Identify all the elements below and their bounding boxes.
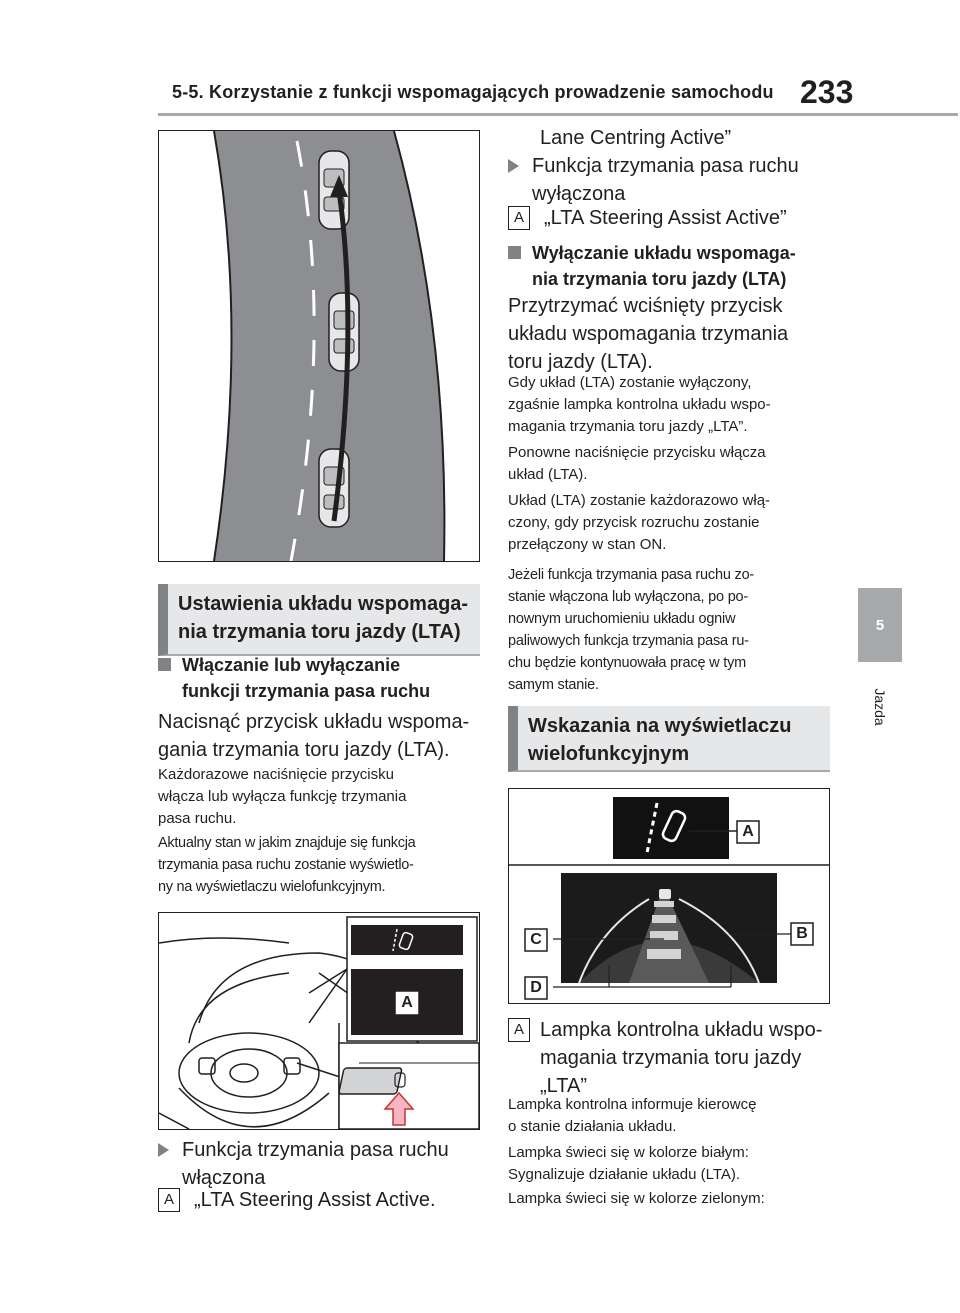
text-line: zgaśnie lampka kontrolna układu wspo- xyxy=(508,396,771,413)
text-line: Gdy układ (LTA) zostanie wyłączony, xyxy=(508,374,752,391)
text-line: włączona xyxy=(182,1167,266,1189)
square-bullet-icon xyxy=(508,246,521,259)
callout-a-right: A „LTA Steering Assist Active” xyxy=(508,204,830,234)
text-line: Nacisnąć przycisk układu wspoma- xyxy=(158,711,470,733)
sub-heading-line: funkcji trzymania pasa ruchu xyxy=(182,681,431,701)
text-line: samym stanie. xyxy=(508,677,599,693)
callout-label-a: A xyxy=(158,1188,180,1212)
callout-label-a: A xyxy=(508,206,530,230)
text-line: Układ (LTA) zostanie każdorazowo włą- xyxy=(508,492,771,509)
figure-dashboard: A xyxy=(158,912,480,1130)
sub-heading-line: Wyłączanie układu wspomaga- xyxy=(532,243,796,263)
display-inset xyxy=(346,916,478,1042)
figure-label-c: C xyxy=(530,931,542,948)
text-line: Przytrzymać wciśnięty przycisk xyxy=(508,295,783,317)
text-line: układ (LTA). xyxy=(508,466,588,483)
text-line: „LTA” xyxy=(540,1075,588,1097)
text-line: ny na wyświetlaczu wielofunkcyjnym. xyxy=(158,879,386,895)
text-line: o stanie działania układu. xyxy=(508,1118,677,1135)
figure-label-d: D xyxy=(530,979,542,996)
header-rule xyxy=(158,113,958,116)
paragraph: Lampka świeci się w kolorze zielonym: xyxy=(508,1190,765,1207)
text-line: Ponowne naciśnięcie przycisku włącza xyxy=(508,444,766,461)
text-line: pasa ruchu. xyxy=(158,810,237,827)
continuation-text: Lane Centring Active” xyxy=(540,127,732,149)
text-line: układu wspomagania trzymania xyxy=(508,323,789,345)
text-line: nownym uruchomieniu układu ogniw xyxy=(508,611,736,627)
paragraph: Lampka kontrolna informuje kierowcę o st… xyxy=(508,1094,756,1138)
callout-a-left: A „LTA Steering Assist Active. xyxy=(158,1186,480,1216)
sub-heading-disable: Wyłączanie układu wspomaga- nia trzymani… xyxy=(508,240,796,292)
section-header-display: Wskazania na wyświetlaczu wielofunkcyjny… xyxy=(508,706,830,772)
page-number: 233 xyxy=(800,74,854,110)
running-header: 5-5. Korzystanie z funkcji wspomagającyc… xyxy=(172,82,774,102)
text-line: Lampka kontrolna informuje kierowcę xyxy=(508,1096,757,1113)
text-line: paliwowych funkcja trzymania pasa ru- xyxy=(508,633,749,649)
callout-text: Lampka kontrolna układu wspo- magania tr… xyxy=(540,1016,822,1100)
text-line: Każdorazowe naciśnięcie przycisku xyxy=(158,766,394,783)
callout-a-indicator: A Lampka kontrolna układu wspo- magania … xyxy=(508,1016,838,1102)
callout-text: „LTA Steering Assist Active” xyxy=(544,207,787,229)
text-line: toru jazdy (LTA). xyxy=(508,351,653,373)
lta-indicator-icon xyxy=(392,928,414,952)
figure-label-b: B xyxy=(796,925,808,942)
text-line: trzymania pasa ruchu zostanie wyświetlo- xyxy=(158,857,414,873)
text-line: włącza lub wyłącza funkcję trzymania xyxy=(158,788,407,805)
text-line: Aktualny stan w jakim znajduje się funkc… xyxy=(158,835,416,851)
chapter-tab: 5 xyxy=(858,588,902,662)
triangle-bullet-icon xyxy=(508,159,519,173)
dashboard-drawing xyxy=(159,916,479,1129)
paragraph: Przytrzymać wciśnięty przycisk układu ws… xyxy=(508,292,788,376)
steering-wheel-icon xyxy=(159,937,479,1129)
section-header-line: Ustawienia układu wspomaga- xyxy=(178,593,469,615)
text-line: wyłączona xyxy=(532,183,626,205)
text-line: czony, gdy przycisk rozruchu zostanie xyxy=(508,514,760,531)
section-header-settings: Ustawienia układu wspomaga- nia trzymani… xyxy=(158,584,480,656)
callout-text: „LTA Steering Assist Active. xyxy=(194,1189,436,1211)
sub-heading-toggle: Włączanie lub wyłączanie funkcji trzyman… xyxy=(158,652,430,704)
text-line: gania trzymania toru jazdy (LTA). xyxy=(158,739,450,761)
figure-multi-display: A B C D xyxy=(508,788,830,1004)
lane-road-icon xyxy=(213,131,446,561)
section-header-line: Wskazania na wyświetlaczu xyxy=(528,715,792,737)
paragraph: Jeżeli funkcja trzymania pasa ruchu zo- … xyxy=(508,564,754,696)
paragraph: Lampka świeci się w kolorze białym: Sygn… xyxy=(508,1142,749,1186)
paragraph: Aktualny stan w jakim znajduje się funkc… xyxy=(158,832,416,898)
car-icon xyxy=(328,292,360,372)
figure-lane-centering xyxy=(158,130,480,562)
callout-label-a: A xyxy=(508,1018,530,1042)
text-line: Jeżeli funkcja trzymania pasa ruchu zo- xyxy=(508,567,755,583)
text-line: magania trzymania toru jazdy „LTA”. xyxy=(508,418,748,435)
square-bullet-icon xyxy=(158,658,171,671)
text-line: Funkcja trzymania pasa ruchu xyxy=(182,1139,449,1161)
text-line: stanie włączona lub wyłączona, po po- xyxy=(508,589,749,605)
lta-indicator-icon xyxy=(645,802,687,854)
bullet-lta-on: Funkcja trzymania pasa ruchu włączona xyxy=(158,1136,449,1192)
chapter-label: Jazda xyxy=(858,672,902,742)
paragraph: Każdorazowe naciśnięcie przycisku włącza… xyxy=(158,764,406,830)
chapter-label-text: Jazda xyxy=(872,688,888,726)
sub-heading-line: nia trzymania toru jazdy (LTA) xyxy=(532,269,787,289)
multi-display-drawing xyxy=(509,797,829,1000)
figure-label-a: A xyxy=(401,994,413,1011)
text-line: chu będzie kontynuowała pracę w tym xyxy=(508,655,747,671)
text-line: Sygnalizuje działanie układu (LTA). xyxy=(508,1166,741,1183)
bullet-lta-off: Funkcja trzymania pasa ruchu wyłączona xyxy=(508,152,799,208)
figure-label-a: A xyxy=(742,823,754,840)
paragraph: Ponowne naciśnięcie przycisku włącza ukł… xyxy=(508,442,766,486)
section-header-line: nia trzymania toru jazdy (LTA) xyxy=(178,621,461,643)
triangle-bullet-icon xyxy=(158,1143,169,1157)
text-line: przełączony w stan ON. xyxy=(508,536,667,553)
text-line: Lampka kontrolna układu wspo- xyxy=(540,1019,823,1041)
section-header-line: wielofunkcyjnym xyxy=(528,743,690,765)
paragraph: Układ (LTA) zostanie każdorazowo włą- cz… xyxy=(508,490,770,556)
text-line: Funkcja trzymania pasa ruchu xyxy=(532,155,799,177)
press-arrow-icon xyxy=(383,1091,415,1126)
paragraph: Nacisnąć przycisk układu wspoma- gania t… xyxy=(158,708,469,764)
paragraph: Gdy układ (LTA) zostanie wyłączony, zgaś… xyxy=(508,372,771,438)
sub-heading-line: Włączanie lub wyłączanie xyxy=(182,655,401,675)
text-line: Lampka świeci się w kolorze białym: xyxy=(508,1144,749,1161)
button-inset xyxy=(338,1042,479,1129)
text-line: magania trzymania toru jazdy xyxy=(540,1047,802,1069)
